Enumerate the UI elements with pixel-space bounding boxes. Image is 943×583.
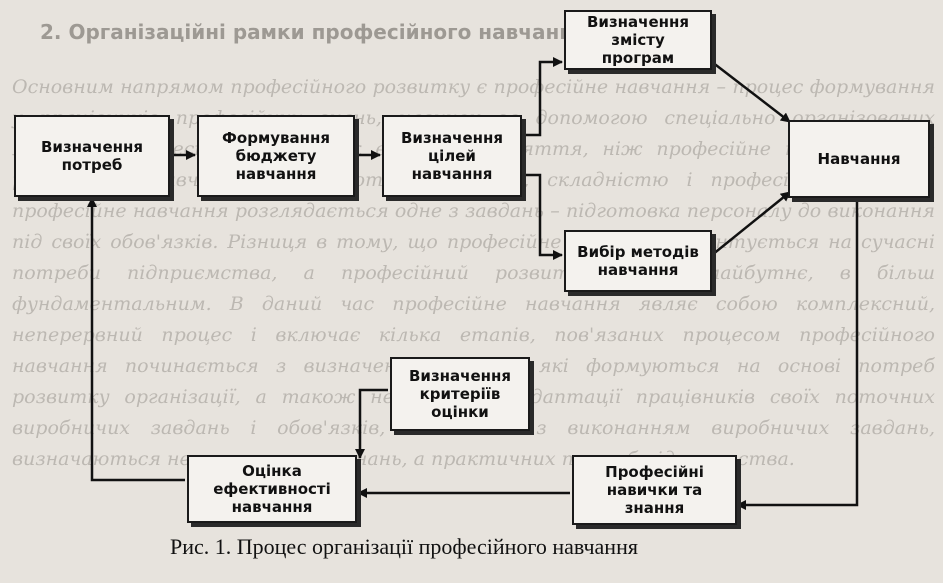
node-needs: Визначення потреб bbox=[14, 115, 170, 197]
node-goals: Визначення цілей навчання bbox=[382, 115, 522, 197]
node-training: Навчання bbox=[788, 120, 930, 198]
arrow-training-to-skills bbox=[736, 196, 859, 510]
arrow-content-to-training bbox=[711, 61, 791, 123]
node-content: Визначення змісту програм bbox=[564, 10, 712, 70]
node-evaluation: Оцінка ефективності навчання bbox=[187, 455, 357, 523]
node-skills: Професійні навички та знання bbox=[572, 455, 737, 525]
figure-caption: Рис. 1. Процес організації професійного … bbox=[170, 534, 638, 559]
arrow-methods-to-training bbox=[711, 191, 791, 256]
node-methods: Вибір методів навчання bbox=[564, 230, 712, 292]
node-criteria: Визначення критеріїв оцінки bbox=[390, 357, 530, 431]
arrow-goals-to-content bbox=[522, 57, 563, 137]
arrow-evaluation-to-needs bbox=[87, 197, 185, 482]
arrow-criteria-to-evaluation bbox=[355, 388, 388, 459]
arrow-goals-to-methods bbox=[522, 173, 563, 260]
node-budget: Формування бюджету навчання bbox=[197, 115, 355, 197]
